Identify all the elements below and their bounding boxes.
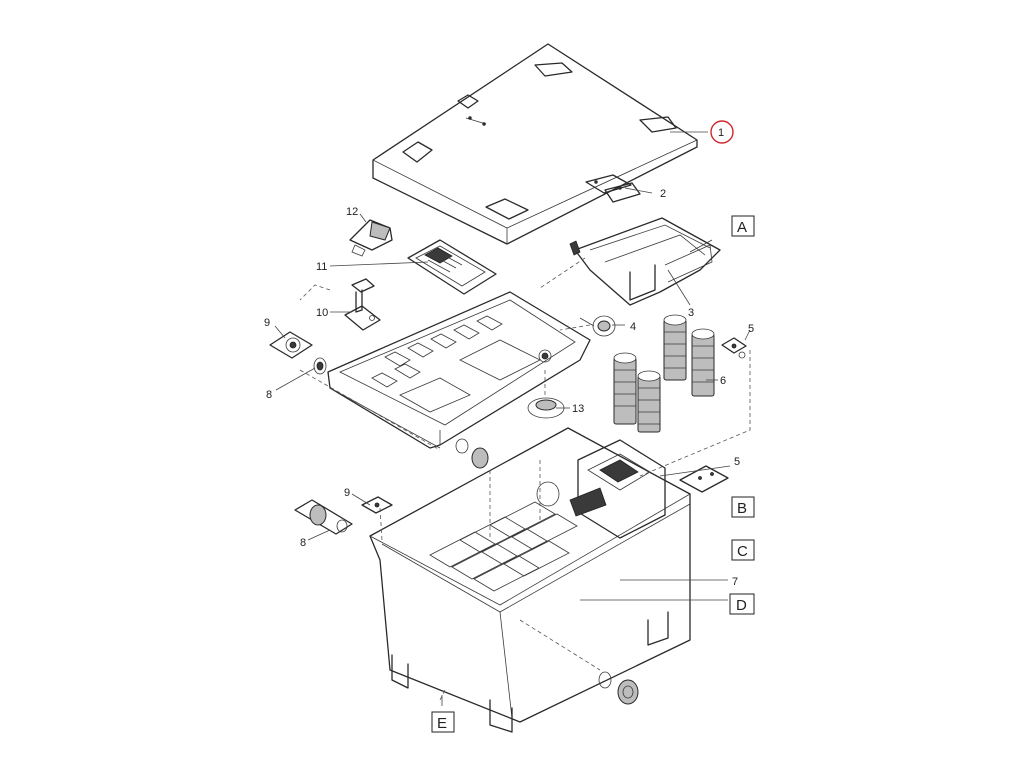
outlet-fitting-lower (598, 671, 639, 705)
section-box-c: C (731, 539, 755, 561)
fitting-part-4 (579, 315, 616, 337)
svg-text:C: C (737, 543, 748, 560)
bracket-part-10 (344, 278, 381, 331)
part-label-12: 12 (346, 206, 358, 218)
part-label-5-lower: 5 (734, 456, 740, 468)
skimmer-part-11 (407, 239, 497, 295)
section-box-a: A (731, 215, 755, 237)
section-box-e: E (431, 711, 455, 733)
part-label-7: 7 (732, 576, 738, 588)
part-label-13: 13 (572, 403, 584, 415)
filter-cartridges-part-6 (613, 314, 715, 433)
part-label-5-upper: 5 (748, 323, 754, 335)
lid-part (372, 43, 698, 245)
connector-part-9-lower (361, 496, 393, 514)
part-label-6: 6 (720, 375, 726, 387)
highlight-circle (710, 120, 734, 144)
main-housing-part-7 (369, 427, 691, 733)
part-label-11: 11 (316, 261, 327, 273)
part-label-9-upper: 9 (264, 317, 270, 329)
part-label-2: 2 (660, 188, 666, 200)
clip-part (585, 174, 641, 203)
part-label-8-upper: 8 (266, 389, 272, 401)
svg-text:E: E (437, 715, 447, 732)
filter-tray (327, 291, 591, 449)
part-label-1: 1 (718, 127, 724, 139)
svg-text:A: A (737, 219, 747, 236)
part-label-4: 4 (630, 321, 636, 333)
inlet-fitting-box (455, 438, 489, 469)
section-box-d: D (729, 593, 755, 615)
leader-lines (274, 131, 751, 706)
hose-adapter-part-8-lower (294, 499, 353, 535)
fastener-part-5-upper (721, 337, 747, 359)
assembly-lines (299, 257, 751, 701)
part-label-8-lower: 8 (300, 537, 306, 549)
part-number-labels: 1 2 3 4 5 6 5 7 13 12 11 10 9 8 9 8 (264, 127, 754, 588)
part-label-9-lower: 9 (344, 487, 350, 499)
part-label-3: 3 (688, 307, 694, 319)
section-letter-boxes: A B C D E (431, 215, 755, 733)
connector-part-9-upper (269, 331, 313, 359)
svg-text:B: B (737, 500, 747, 517)
part-label-10: 10 (316, 307, 328, 319)
valve-part-12 (349, 219, 393, 257)
svg-text:D: D (736, 597, 747, 614)
filter-module-part (569, 217, 721, 306)
section-box-b: B (731, 496, 755, 518)
seal-part-8-upper (313, 357, 327, 375)
